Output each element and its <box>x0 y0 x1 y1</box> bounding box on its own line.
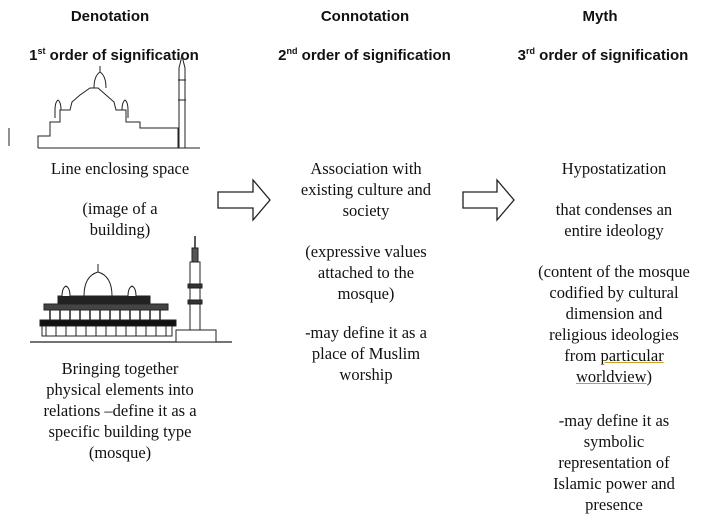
text-line: dimension and <box>565 304 663 323</box>
text-line: Hypostatization <box>561 159 667 178</box>
myth-block-2: that condenses an entire ideology <box>525 199 703 241</box>
text-line: mosque) <box>337 284 395 303</box>
text-line: codified by cultural <box>549 283 679 302</box>
text-line: -may define it as <box>558 411 670 430</box>
underlined-text: particular <box>600 346 664 365</box>
text-fragment: ) <box>646 367 653 386</box>
arrow-connotation-to-myth <box>462 178 515 222</box>
text-line: representation of <box>558 453 670 472</box>
text-line: Association with <box>310 159 422 178</box>
text-line: specific building type <box>48 422 192 441</box>
text-line: symbolic <box>583 432 645 451</box>
text-line: (image of a <box>82 199 158 218</box>
text-line: society <box>342 201 390 220</box>
order-suffix: st <box>37 46 46 56</box>
text-line: religious ideologies <box>549 325 679 344</box>
text-line: place of Muslim <box>311 344 421 363</box>
main-dome <box>83 271 113 297</box>
text-line: (mosque) <box>88 443 152 462</box>
denotation-order: 1st order of signification <box>14 46 214 64</box>
order-text: order of signification <box>297 47 451 64</box>
myth-block-1: Hypostatization <box>525 158 703 179</box>
text-line: Bringing together <box>61 359 179 378</box>
order-text: order of signification <box>535 47 689 64</box>
myth-title: Myth <box>582 8 618 25</box>
text-line: worldview) <box>525 366 703 387</box>
myth-block-3: (content of the mosque codified by cultu… <box>525 261 703 387</box>
text-line: that condenses an <box>555 200 673 219</box>
text-line: -may define it as a <box>305 323 427 342</box>
text-line: worship <box>339 365 393 384</box>
text-line: (content of the mosque <box>538 262 690 281</box>
text-line: existing culture and <box>300 180 432 199</box>
small-dome-right <box>121 99 129 111</box>
order-suffix: nd <box>286 46 298 56</box>
text-line: Islamic power and <box>553 474 675 493</box>
small-dome-left <box>54 99 62 111</box>
connotation-block-3: -may define it as a place of Muslim wors… <box>276 322 456 385</box>
text-line: relations –define it as a <box>43 401 197 420</box>
myth-block-4: -may define it as symbolic representatio… <box>525 410 703 515</box>
text-line: (expressive values <box>305 242 427 261</box>
connotation-order: 2nd order of signification <box>262 46 467 64</box>
order-text: order of signification <box>45 47 199 64</box>
arcade-columns <box>49 310 161 320</box>
text-line: physical elements into <box>46 380 194 399</box>
denotation-caption-1: Line enclosing space <box>50 159 190 178</box>
myth-order: 3rd order of signification <box>505 46 701 64</box>
text-line: building) <box>89 220 151 239</box>
text-line: attached to the <box>317 263 415 282</box>
text-line: from particular <box>525 345 703 366</box>
connotation-title: Connotation <box>320 8 410 25</box>
denotation-caption-3: Bringing together physical elements into… <box>20 358 220 463</box>
text-fragment: from <box>564 346 601 365</box>
arrow-denotation-to-connotation <box>217 178 271 222</box>
underlined-text: worldview <box>575 367 647 386</box>
denotation-caption-2: (image of a building) <box>20 198 220 240</box>
text-line: presence <box>585 495 643 514</box>
minaret-outline <box>178 53 186 148</box>
connotation-block-1: Association with existing culture and so… <box>276 158 456 221</box>
order-suffix: rd <box>526 46 535 56</box>
text-line: entire ideology <box>564 221 664 240</box>
denotation-title: Denotation <box>70 8 150 25</box>
order-number: 3 <box>517 47 526 64</box>
order-number: 1 <box>29 47 38 64</box>
connotation-block-2: (expressive values attached to the mosqu… <box>276 241 456 304</box>
order-number: 2 <box>278 47 287 64</box>
